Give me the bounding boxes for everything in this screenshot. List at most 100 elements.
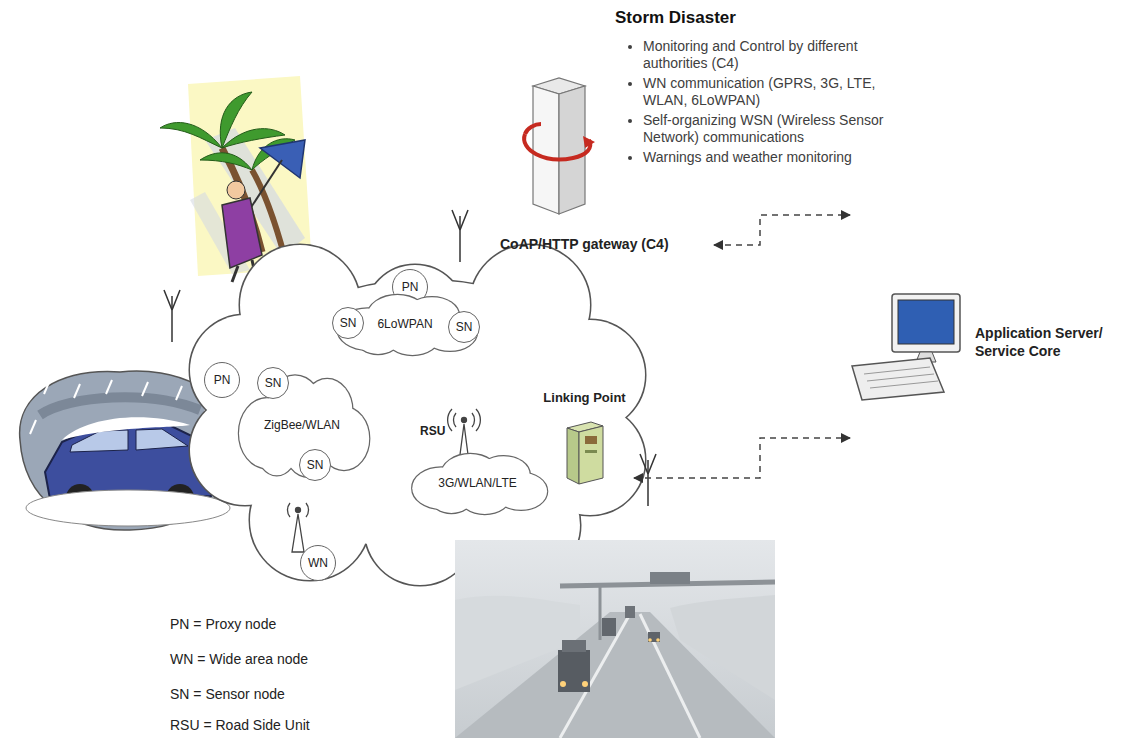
application-server-text: Application Server/ Service Core [975, 325, 1130, 360]
title-box: Storm Disaster [615, 8, 736, 28]
wide-area-node-text: WN [308, 556, 328, 570]
antenna-symbol [648, 454, 656, 474]
tower-symbol [476, 409, 480, 431]
computer-icon [864, 367, 938, 388]
linking-box-icon [585, 450, 597, 453]
dashed-connector [634, 438, 850, 478]
linking-point: Linking Point [535, 390, 634, 490]
tower-symbol [462, 418, 467, 423]
cloud-fill [412, 454, 547, 514]
bullet-item: WN communication (GPRS, 3G, LTE, WLAN, 6… [643, 75, 908, 109]
snowed-car-illustration [44, 380, 50, 394]
linking-box-icon [579, 426, 603, 484]
snowed-car-illustration [176, 386, 182, 400]
sensor-node-text: SN [456, 320, 473, 334]
snowy-road-photo [625, 606, 635, 618]
storm-illustration [260, 140, 305, 178]
snowed-car-illustration [142, 382, 148, 396]
computer-icon [892, 294, 960, 352]
antenna-symbol [164, 210, 656, 506]
proxy-node-text: PN [402, 280, 419, 294]
snowy-road-photo [455, 612, 775, 738]
tower-symbol [448, 409, 452, 431]
computer-icon [898, 300, 954, 344]
snowy-road-photo [599, 586, 602, 640]
network-cloud: ZigBee/WLAN SN SN [232, 372, 372, 477]
tower-symbol [472, 413, 475, 427]
antenna-symbol [164, 290, 172, 310]
antenna-symbol [171, 296, 173, 342]
sensor-node: SN [257, 367, 289, 399]
server-tower-icon [525, 124, 541, 134]
cloud-outline [412, 454, 547, 514]
linking-box-icon [585, 436, 597, 444]
network-cloud: 3G/WLAN/LTE [405, 452, 550, 514]
storm-illustration [227, 181, 245, 199]
snowed-car-illustration [136, 429, 188, 450]
antenna-symbol [459, 216, 461, 262]
storm-illustration [160, 123, 222, 148]
label-box: RSU = Road Side Unit [170, 717, 310, 733]
sensor-node-text: SN [265, 376, 282, 390]
storm-illustration [222, 198, 262, 268]
snowy-road-photo [648, 632, 660, 642]
linking-box-icon [567, 428, 579, 484]
cloud-fill [257, 426, 296, 475]
tower-symbol [453, 413, 456, 427]
snowed-car-illustration [74, 384, 80, 398]
icon-holder [515, 72, 595, 217]
network-cloud-text: 6LoWPAN [377, 317, 432, 331]
snowed-car-illustration [62, 417, 190, 440]
label-box: RSU [420, 424, 445, 438]
proxy-node-text: PN [214, 373, 231, 387]
bullet-list: Monitoring and Control by different auth… [625, 38, 908, 167]
snowy-road-photo [558, 650, 590, 692]
network-cloud-text: 3G/WLAN/LTE [438, 476, 516, 490]
server-tower-icon [583, 136, 595, 148]
label-box: SN = Sensor node [170, 686, 285, 702]
snowy-road-photo [602, 618, 616, 636]
snowy-road-photo [650, 572, 690, 584]
bullet-item: Self-organizing WSN (Wireless Sensor Net… [643, 112, 908, 146]
server-tower-icon [533, 86, 559, 214]
snowed-car-illustration [106, 380, 112, 394]
key-text: RSU = Road Side Unit [170, 717, 310, 733]
network-cloud: 6LoWPAN SN SN [330, 293, 480, 355]
icon-holder [565, 420, 605, 486]
storm-illustration [248, 160, 282, 212]
gateway-server-text: CoAP/HTTP gateway (C4) [500, 236, 714, 252]
snowy-road-photo [640, 614, 700, 738]
key-text: WN = Wide area node [170, 651, 308, 667]
title-heading: Storm Disaster [615, 8, 736, 28]
key-text: SN = Sensor node [170, 686, 285, 702]
computer-icon [850, 290, 975, 405]
storm-illustration [200, 153, 252, 170]
snowy-road-photo [455, 540, 775, 738]
gateway-server: CoAP/HTTP gateway (C4) [495, 72, 714, 258]
antenna-symbol [452, 210, 460, 230]
dashed-connector [714, 215, 850, 245]
sensor-node: SN [448, 311, 480, 343]
linking-box-icon [565, 420, 605, 486]
snowy-road-photo [560, 681, 566, 687]
sensor-node-text: SN [307, 458, 324, 472]
snowed-car-illustration [30, 420, 36, 434]
server-tower-icon [515, 72, 595, 217]
antenna-symbol [647, 460, 649, 506]
sensor-node: SN [299, 449, 331, 481]
network-cloud-text: ZigBee/WLAN [264, 418, 340, 432]
sensor-node: SN [332, 307, 364, 339]
wide-area-node: WN [300, 545, 336, 581]
application-server: Application Server/ Service Core [850, 205, 1135, 445]
snowy-road-photo [582, 681, 588, 687]
sensor-node-text: SN [340, 316, 357, 330]
label-box: WN = Wide area node [170, 651, 308, 667]
linking-point-text: Linking Point [535, 390, 634, 405]
storm-illustration [232, 266, 238, 282]
network-cloud-outline [190, 245, 645, 585]
bullet-box: Monitoring and Control by different auth… [625, 38, 908, 170]
bullet-item: Warnings and weather monitoring [643, 149, 908, 166]
server-tower-icon [524, 134, 590, 159]
tower-symbol [292, 514, 304, 552]
